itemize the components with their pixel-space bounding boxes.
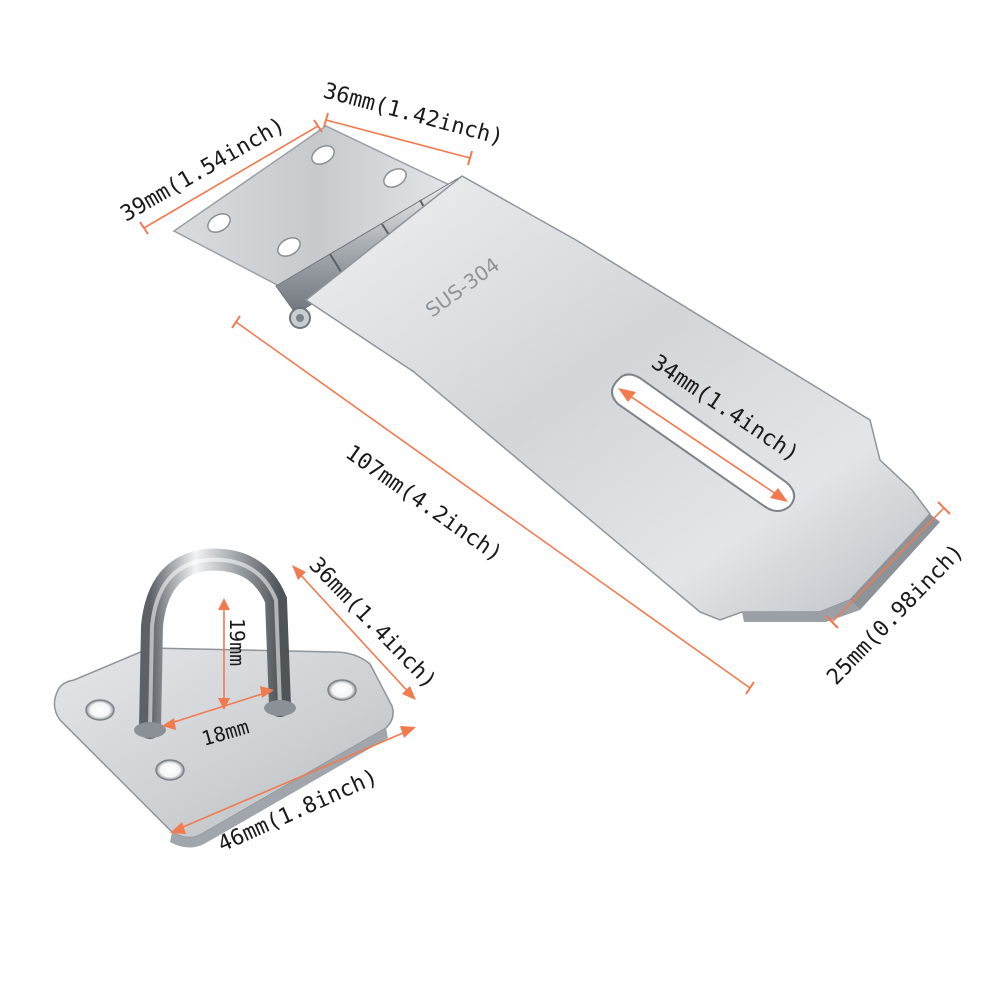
dim-label-hasp-length: 107mm(4.2inch) (341, 440, 507, 567)
screw-hole (327, 679, 357, 701)
screw-hole (383, 168, 407, 188)
screw-hole (277, 237, 301, 257)
dimension-lines (139, 112, 951, 834)
screw-hole (155, 759, 185, 781)
dim-label-loop-height: 19mm (225, 618, 249, 666)
hasp: SUS-304 (172, 125, 940, 622)
hasp-slot (611, 373, 796, 512)
screw-hole (85, 699, 115, 721)
staple (53, 548, 394, 848)
staple-plate (53, 647, 394, 839)
screw-hole (311, 145, 335, 165)
screw-hole (207, 213, 231, 233)
